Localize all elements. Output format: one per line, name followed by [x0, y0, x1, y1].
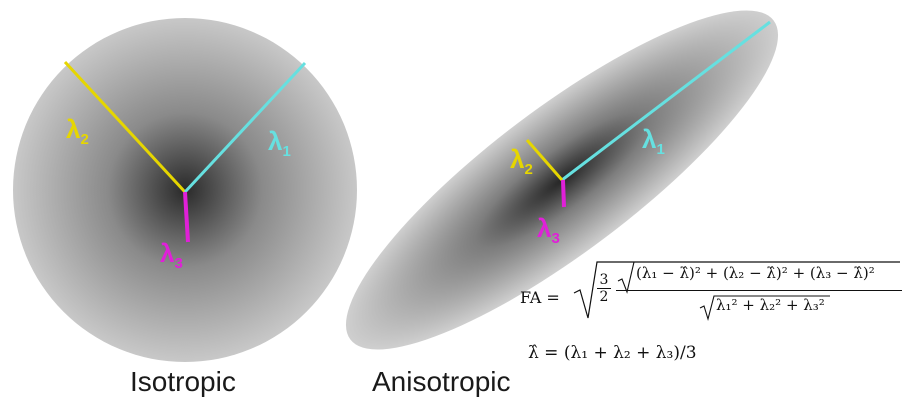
fa-denominator-sqrt-icon [699, 295, 830, 322]
fa-const-den: 2 [599, 289, 609, 305]
isotropic-caption: Isotropic [130, 366, 236, 397]
anisotropic-lambda3-axis [561, 179, 566, 208]
isotropic-lambda2-label: λ2 [66, 114, 89, 148]
anisotropic-lambda2-label: λ2 [510, 144, 533, 178]
anisotropic-lambda3-label: λ3 [537, 213, 560, 247]
fa-fraction-bar [616, 290, 902, 291]
fa-lhs: FA = [520, 288, 560, 307]
isotropic-lambda1-label: λ1 [268, 126, 291, 160]
anisotropic-lambda1-axis [561, 20, 771, 182]
lambda-hat-formula: λ̂ = (λ₁ + λ₂ + λ₃)/3 [528, 343, 697, 363]
fa-const-fraction: 3 2 [597, 272, 611, 305]
anisotropic-lambda2-axis [525, 139, 564, 181]
isotropic-lambda3-label: λ3 [160, 238, 183, 272]
fa-denominator: λ₁² + λ₂² + λ₃² [716, 296, 825, 314]
fa-numerator-sqrt-icon [617, 261, 635, 294]
isotropic-lambda1-axis [183, 61, 307, 194]
fa-outer-sqrt-icon [573, 261, 900, 319]
isotropic-lambda3-axis [183, 191, 190, 243]
anisotropic-lambda1-label: λ1 [642, 124, 665, 158]
isotropic-lambda2-axis [63, 60, 187, 194]
anisotropic-caption: Anisotropic [372, 366, 511, 397]
fa-numerator: (λ₁ − λ̂)² + (λ₂ − λ̂)² + (λ₃ − λ̂)² [636, 264, 875, 282]
fa-const-num: 3 [597, 272, 611, 289]
